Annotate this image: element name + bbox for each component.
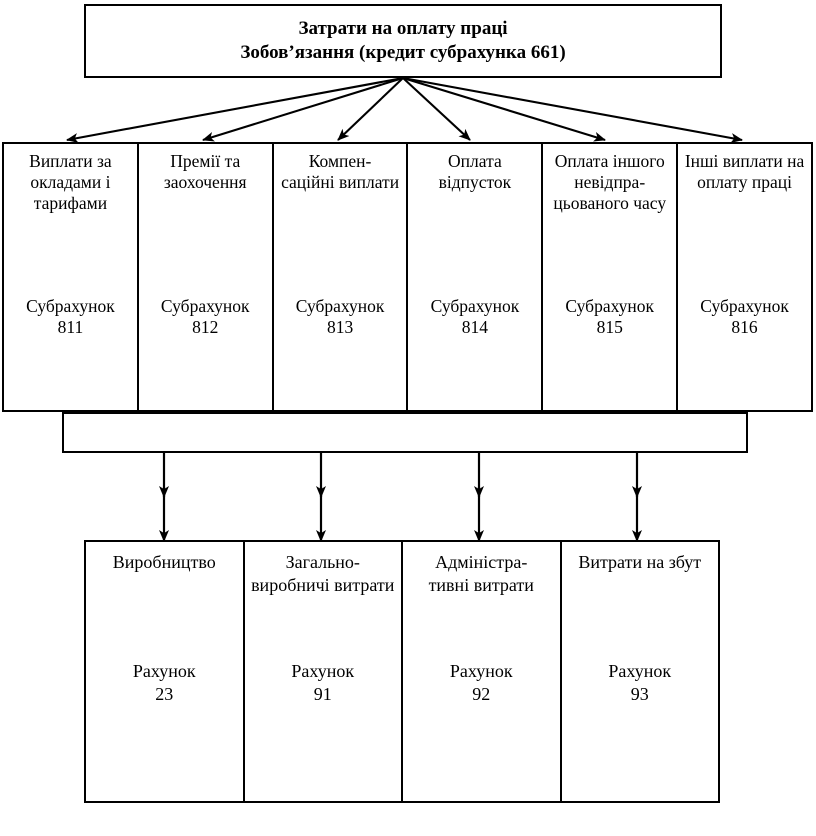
subaccount-account-number: 813 (326, 317, 354, 338)
destination-account-number: 93 (630, 683, 649, 704)
fanout-arrow-3 (337, 77, 404, 141)
subaccount-cell-813: Компен-саційні виплати Субрахунок 813 (274, 144, 409, 410)
destination-title: Виробництво (112, 552, 216, 572)
title-line-2: Зобов’язання (кредит субрахунка 661) (240, 42, 566, 63)
subaccount-title: Оплата іншого невідпра-цьованого часу (553, 151, 667, 214)
subaccount-cell-814: Оплата відпусток Субрахунок 814 (408, 144, 544, 410)
subaccount-account-number: 815 (596, 317, 623, 338)
destination-cell-92: Адміністра-тивні витрати Рахунок 92 (403, 542, 562, 801)
subaccount-account: Субрахунок 814 (408, 296, 541, 338)
subaccount-account-number: 816 (731, 317, 758, 338)
subaccount-account: Субрахунок 812 (139, 296, 272, 338)
destination-account-number: 23 (155, 683, 174, 704)
destination-account-label: Рахунок (608, 661, 672, 681)
subaccount-row: Виплати за окладами і тарифами Субрахуно… (2, 142, 813, 412)
destination-account-number: 92 (472, 683, 491, 704)
subaccount-account-number: 814 (461, 317, 489, 338)
title-box: Затрати на оплату праці Зобов’язання (кр… (84, 4, 722, 78)
destination-title: Адміністра-тивні витрати (428, 552, 534, 595)
destination-cell-93: Витрати на збут Рахунок 93 (562, 542, 719, 801)
destination-account-number: 91 (313, 683, 332, 704)
subaccount-title: Виплати за окладами і тарифами (29, 151, 112, 214)
destination-account-label: Рахунок (449, 661, 513, 681)
subaccount-account-label: Субрахунок (565, 296, 655, 316)
subaccount-account-label: Субрахунок (295, 296, 385, 316)
fanout-arrow-2 (202, 76, 404, 142)
subaccount-cell-815: Оплата іншого невідпра-цьованого часу Су… (543, 144, 679, 410)
subaccount-account: Субрахунок 813 (274, 296, 407, 338)
destination-row: Виробництво Рахунок 23 Загально-виробнич… (84, 540, 720, 803)
subaccount-account-label: Субрахунок (700, 296, 789, 316)
destination-account: Рахунок 91 (245, 660, 402, 705)
subaccount-cell-816: Інші виплати на оплату праці Субрахунок … (678, 144, 811, 410)
destination-account-label: Рахунок (291, 661, 355, 681)
subaccount-account-label: Субрахунок (26, 296, 115, 316)
subaccount-title: Компен-саційні виплати (281, 151, 400, 193)
downlink-arrows (159, 453, 642, 542)
subaccount-cell-811: Виплати за окладами і тарифами Субрахуно… (4, 144, 139, 410)
subaccount-account: Субрахунок 811 (4, 296, 137, 338)
subaccount-account: Субрахунок 816 (678, 296, 811, 338)
fanout-arrow-5 (402, 76, 606, 142)
subaccount-account-label: Субрахунок (160, 296, 250, 316)
destination-cell-91: Загально-виробничі витрати Рахунок 91 (245, 542, 403, 801)
title-line-1: Затрати на оплату праці (298, 17, 508, 39)
subaccount-title: Оплата відпусток (438, 151, 512, 193)
fanout-arrows (66, 76, 743, 143)
subaccount-cell-812: Премії та заохочення Субрахунок 812 (139, 144, 274, 410)
subaccount-title: Інші виплати на оплату праці (684, 151, 805, 193)
subaccount-account-label: Субрахунок (430, 296, 520, 316)
destination-title: Витрати на збут (578, 552, 702, 572)
fanout-arrow-4 (402, 77, 471, 141)
destination-title: Загально-виробничі витрати (251, 552, 395, 595)
destination-cell-23: Виробництво Рахунок 23 (86, 542, 245, 801)
destination-account: Рахунок 93 (562, 660, 719, 705)
destination-account: Рахунок 23 (86, 660, 243, 705)
destination-account-label: Рахунок (132, 661, 196, 681)
destination-account: Рахунок 92 (403, 660, 560, 705)
fanout-arrow-1 (66, 76, 404, 143)
subaccount-account: Субрахунок 815 (543, 296, 676, 338)
fanout-arrow-6 (402, 76, 743, 143)
subaccount-title: Премії та заохочення (163, 151, 247, 193)
subaccount-account-number: 811 (57, 317, 84, 338)
subaccount-account-number: 812 (192, 317, 219, 338)
distribution-bus-bar (62, 412, 748, 453)
